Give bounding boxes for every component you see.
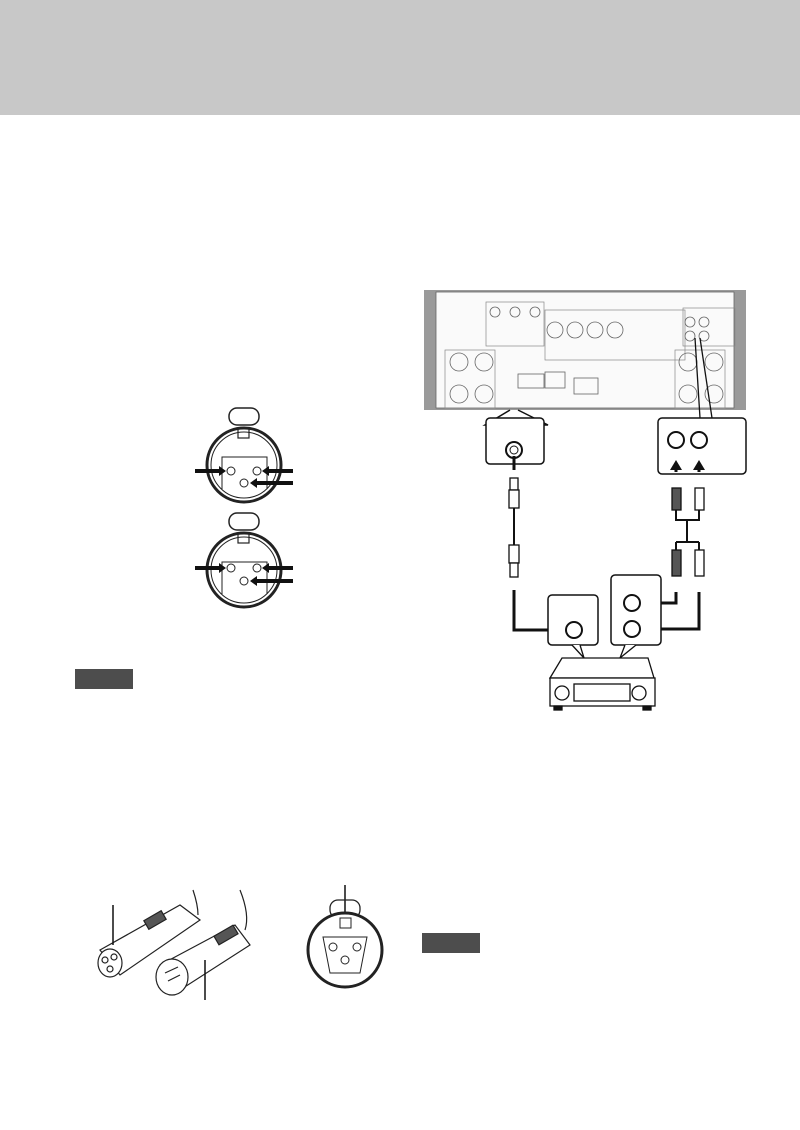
connection-diagram <box>424 290 747 711</box>
xlr-cable-pair-icon <box>97 889 251 1000</box>
amplifier-rear-panel-icon <box>424 290 746 410</box>
note-badge <box>75 669 133 689</box>
page-header-band <box>0 0 800 115</box>
xlr-female-pinout-icon <box>195 407 293 504</box>
av-receiver-icon <box>548 657 656 711</box>
xlr-connector-front-icon <box>306 885 384 989</box>
note-badge <box>422 933 480 953</box>
xlr-male-pinout-icon <box>195 512 293 609</box>
